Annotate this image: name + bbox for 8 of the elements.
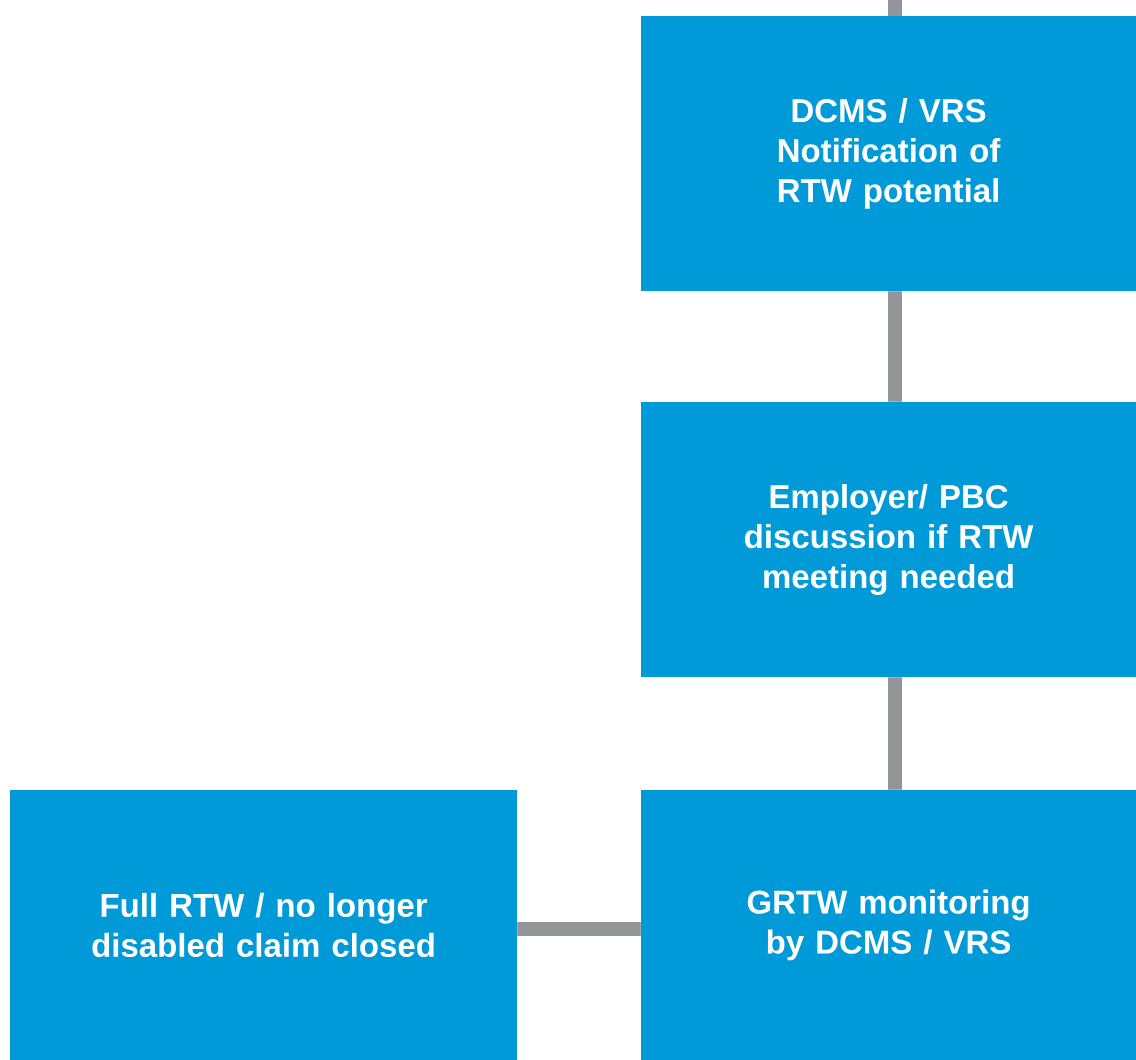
connector-line xyxy=(517,922,641,936)
process-box: Employer/ PBC discussion if RTW meeting needed xyxy=(641,402,1136,677)
process-box: DCMS / VRS Notification of RTW potential xyxy=(641,16,1136,291)
process-box: GRTW monitoring by DCMS / VRS xyxy=(641,790,1136,1060)
connector-line xyxy=(888,677,902,790)
process-box: Full RTW / no longer disabled claim closed xyxy=(10,790,517,1060)
connector-line xyxy=(888,0,902,16)
connector-line xyxy=(888,291,902,402)
